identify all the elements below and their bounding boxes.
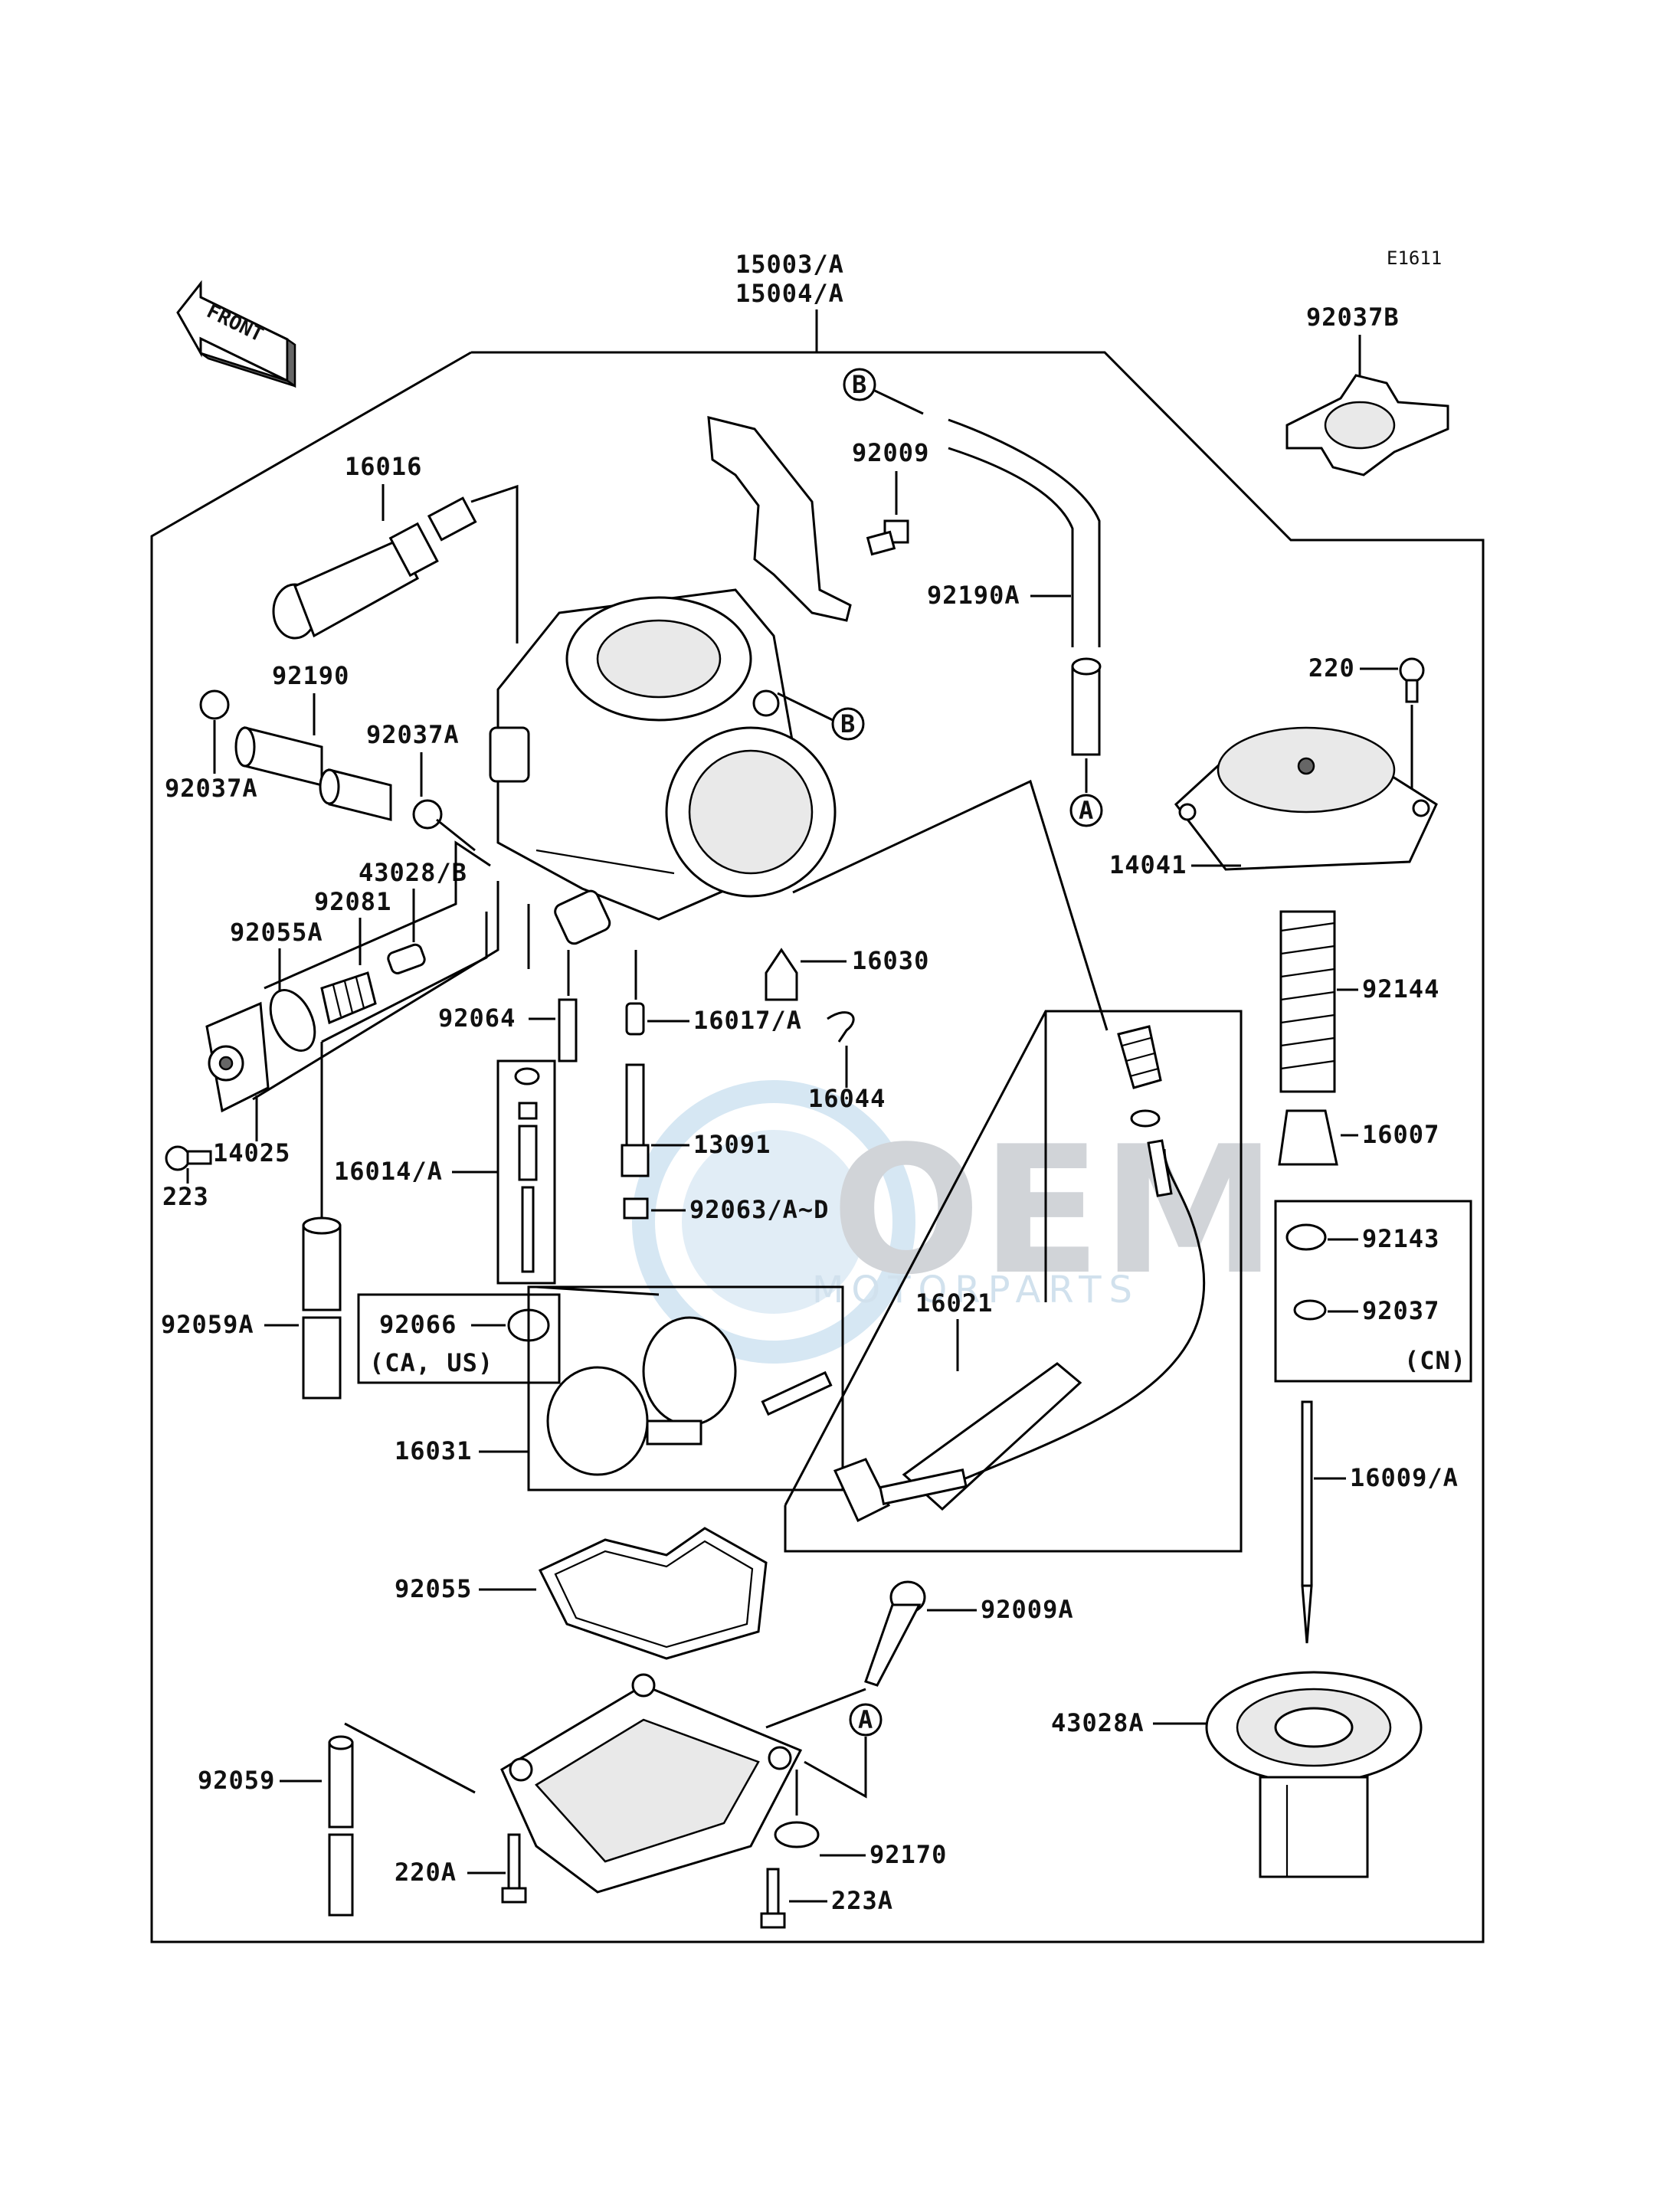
cap-14041 (1174, 726, 1438, 871)
part-92059: 92059 (198, 1766, 275, 1795)
part-92190: 92190 (272, 661, 349, 690)
part-43028A: 43028A (1051, 1708, 1145, 1737)
callout-marker-b-top (843, 368, 876, 401)
jet-92064 (558, 998, 578, 1062)
part-16016: 16016 (345, 452, 422, 481)
part-92081: 92081 (314, 887, 391, 916)
assembly-label-2: 15004/A (735, 279, 844, 308)
cn-note: (CN) (1404, 1346, 1466, 1375)
washer-16021 (1130, 1109, 1161, 1128)
clip-92037A-right (412, 799, 443, 830)
part-92037B: 92037B (1306, 303, 1400, 332)
part-16009A: 16009/A (1350, 1463, 1459, 1492)
part-92059A: 92059A (161, 1310, 254, 1339)
screw-92009 (866, 519, 909, 556)
watermark-sub: MOTORPARTS (812, 1269, 1140, 1311)
callout-a-bottom-label: A (858, 1705, 873, 1734)
spring-92144 (1279, 910, 1336, 1093)
cover-14025 (205, 1001, 270, 1113)
carburetor-body (489, 588, 837, 945)
part-16031: 16031 (395, 1436, 472, 1465)
pilot-screw-16016 (272, 496, 477, 640)
assembly-frame (150, 351, 1485, 1943)
part-92144: 92144 (1362, 974, 1439, 1004)
part-92037: 92037 (1362, 1296, 1439, 1325)
tube-92059A (302, 1216, 342, 1400)
callout-a-mid-label: A (1079, 796, 1094, 825)
needle-valve-16030 (765, 948, 798, 1001)
part-92055A: 92055A (230, 918, 323, 947)
tube-92190 (234, 726, 392, 821)
callout-marker-a-mid (1069, 794, 1103, 827)
part-92009: 92009 (852, 438, 929, 467)
part-16014A: 16014/A (334, 1157, 443, 1186)
part-92066-note: (CA, US) (369, 1348, 493, 1377)
part-43028B: 43028/B (359, 858, 467, 887)
callout-marker-b-mid (831, 707, 865, 741)
needle-jet-13091 (621, 1063, 650, 1177)
gasket-92055 (538, 1527, 768, 1660)
part-92063: 92063/A~D (689, 1195, 829, 1224)
float-16031 (546, 1316, 833, 1476)
jet-92063 (623, 1197, 649, 1220)
spring-16021 (1117, 1025, 1162, 1089)
part-16030: 16030 (852, 946, 929, 975)
screw-92009A (864, 1580, 926, 1687)
screw-223A (760, 1868, 786, 1929)
part-223: 223 (162, 1182, 209, 1211)
hose-92190A (948, 418, 1101, 647)
diaphragm-43028A (1205, 1671, 1423, 1878)
part-92170: 92170 (869, 1840, 947, 1869)
part-13091: 13091 (693, 1130, 771, 1159)
group-cn (1274, 1200, 1472, 1383)
screw-220 (1399, 657, 1425, 703)
part-16007: 16007 (1362, 1120, 1439, 1149)
o-ring-92055A (269, 988, 316, 1053)
front-arrow-icon: FRONT (176, 280, 296, 388)
part-92055: 92055 (395, 1574, 472, 1603)
clamp-92037B (1285, 374, 1449, 476)
watermark-globe (632, 1080, 915, 1364)
part-92190A: 92190A (927, 581, 1020, 610)
choke-16021 (833, 1139, 1206, 1523)
callout-marker-a-bottom (849, 1703, 883, 1737)
part-92037A-right: 92037A (366, 720, 460, 749)
callout-b-top-label: B (852, 370, 867, 399)
part-220: 220 (1308, 653, 1355, 683)
part-223A: 223A (831, 1886, 893, 1915)
part-16021: 16021 (915, 1288, 993, 1318)
group-92066 (357, 1293, 561, 1384)
part-92064: 92064 (438, 1004, 516, 1033)
needle-16009A (1301, 1400, 1313, 1644)
group-16021 (784, 1010, 1243, 1553)
clip-16044 (827, 1011, 855, 1043)
part-92009A: 92009A (981, 1595, 1074, 1624)
tube-92059 (328, 1735, 354, 1917)
clip-92037A-left (199, 689, 230, 720)
washer-92143 (1285, 1223, 1327, 1251)
diagram-code: E1611 (1387, 247, 1442, 269)
clip-92037 (1293, 1299, 1327, 1321)
part-92143: 92143 (1362, 1224, 1439, 1253)
holder-16007 (1278, 1109, 1338, 1166)
spring-92081 (320, 971, 377, 1025)
screw-223 (165, 1145, 212, 1171)
part-220A: 220A (395, 1858, 457, 1887)
bracket (707, 416, 852, 622)
jet-16017A (625, 1002, 645, 1036)
assembly-label-1: 15003/A (735, 250, 844, 279)
part-16044: 16044 (808, 1084, 886, 1113)
screw-43028B (387, 943, 426, 974)
part-92066: 92066 (379, 1310, 457, 1339)
part-14041: 14041 (1109, 850, 1187, 879)
washer-92170 (774, 1821, 820, 1848)
part-14025: 14025 (213, 1138, 290, 1167)
float-bowl (500, 1673, 803, 1894)
callout-b-mid-label: B (840, 709, 856, 738)
screw-220A (501, 1833, 527, 1904)
part-92037A-left: 92037A (165, 774, 258, 803)
part-16017A: 16017/A (693, 1006, 802, 1035)
